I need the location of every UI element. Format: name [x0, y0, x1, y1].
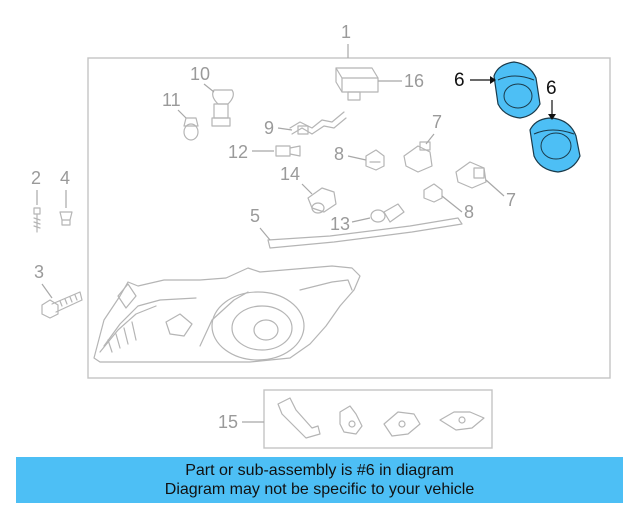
callout-7-lower: 7 [506, 190, 516, 210]
callout-10: 10 [190, 64, 210, 84]
callout-4: 4 [60, 168, 70, 188]
headlamp-housing [93, 265, 361, 363]
callout-6-lower: 6 [546, 78, 557, 99]
socket-part-8-upper [365, 149, 385, 171]
bulb-part-14 [307, 187, 337, 214]
bracket-part-15a [277, 397, 321, 439]
callout-16: 16 [404, 71, 424, 91]
callout-9: 9 [264, 118, 274, 138]
callout-14: 14 [280, 164, 300, 184]
callout-1: 1 [341, 22, 351, 42]
callout-3: 3 [34, 262, 44, 282]
callout-13: 13 [330, 214, 350, 234]
callout-8-lower: 8 [464, 202, 474, 222]
banner-line-2: Diagram may not be specific to your vehi… [164, 481, 475, 498]
bulb-part-10 [211, 89, 234, 127]
socket-part-12 [275, 145, 301, 157]
socket-part-8-lower [423, 183, 443, 203]
callout-7-upper: 7 [432, 112, 442, 132]
trim-strip-part-5 [267, 217, 463, 249]
banner-line-1: Part or sub-assembly is #6 in diagram [185, 462, 454, 479]
bracket-part-15d [439, 411, 485, 431]
bolt-part-3 [41, 291, 83, 319]
bracket-part-15c [383, 411, 421, 437]
bracket-part-15b [339, 405, 363, 435]
socket-part-7-upper [403, 141, 433, 173]
bulb-part-13 [370, 203, 405, 223]
bulb-cap-part-6-upper [493, 61, 541, 119]
bulb-part-11 [183, 117, 199, 141]
callout-11: 11 [162, 90, 181, 110]
socket-part-7-lower [455, 161, 487, 189]
clip-part-4 [59, 211, 73, 226]
sub-assembly-frame [263, 389, 493, 449]
harness-part-9 [289, 111, 347, 135]
info-banner: Part or sub-assembly is #6 in diagram Di… [16, 457, 623, 503]
callout-5: 5 [250, 206, 260, 226]
screw-part-2 [33, 207, 41, 233]
callout-15: 15 [218, 412, 238, 432]
module-part-16 [335, 67, 379, 101]
callout-12: 12 [228, 142, 248, 162]
assembly-frame [87, 57, 611, 379]
callout-2: 2 [31, 168, 41, 188]
callout-8-upper: 8 [334, 144, 344, 164]
bulb-cap-part-6-lower [529, 117, 581, 173]
callout-6-upper: 6 [454, 70, 465, 91]
